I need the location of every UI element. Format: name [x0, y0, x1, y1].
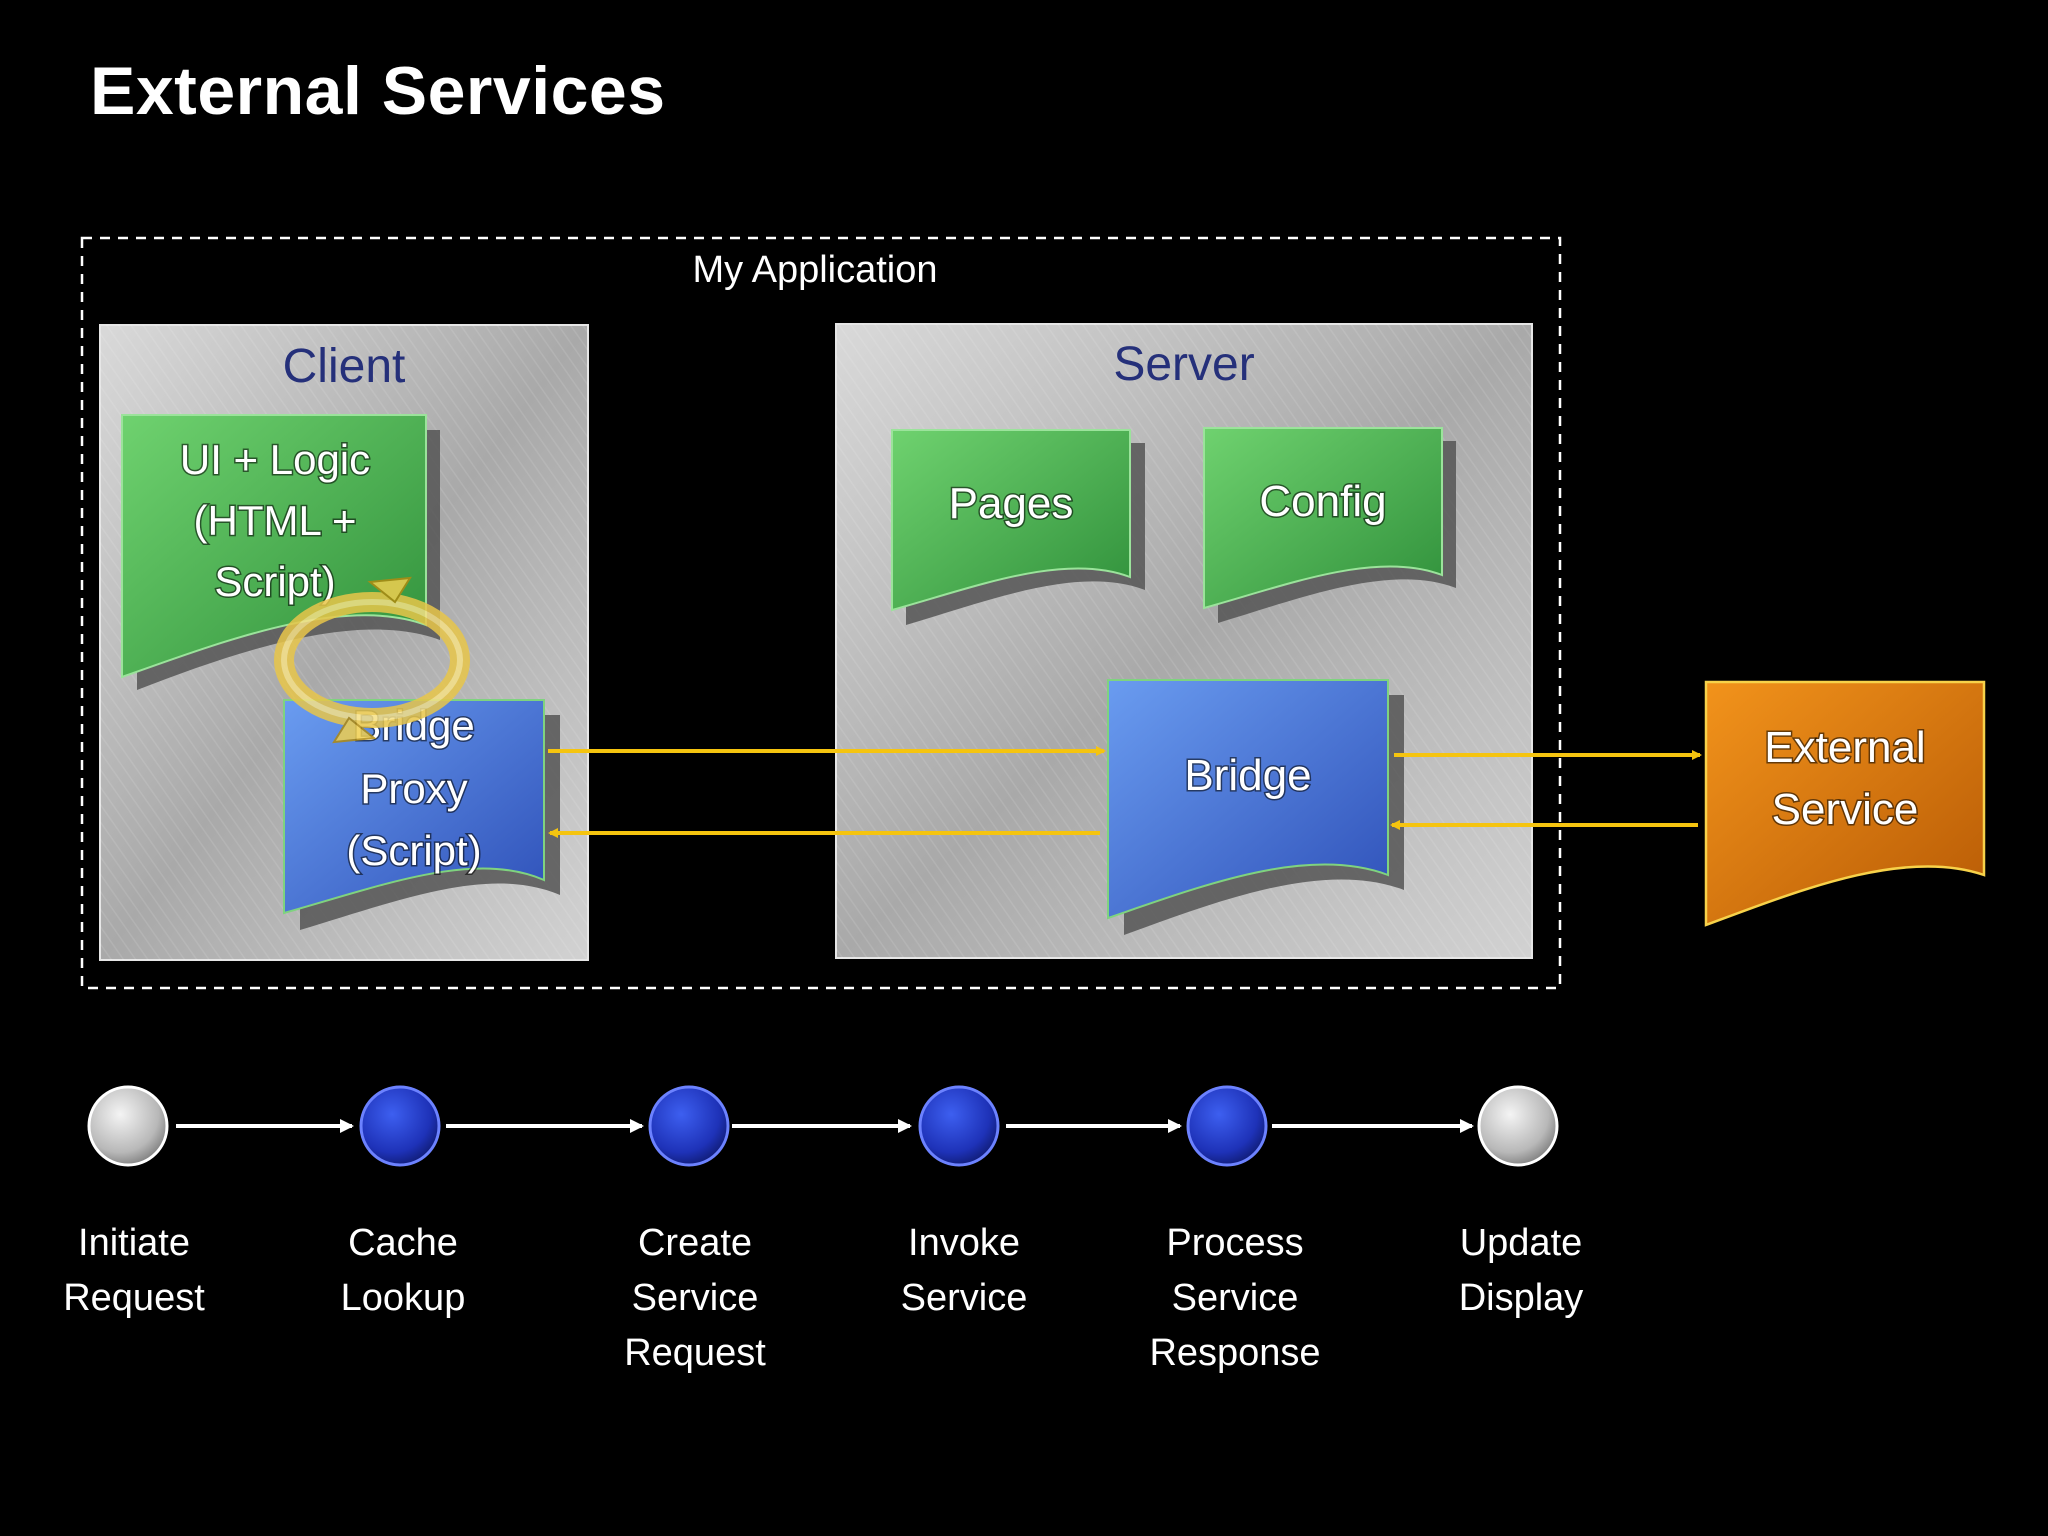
ui-logic-label-line2: (HTML +	[194, 497, 357, 544]
refresh-cycle-icon	[274, 576, 470, 744]
ui-logic-label-line3: Script)	[214, 558, 335, 605]
step-circle-initiate-request	[87, 1085, 169, 1167]
external-service-document: External Service	[1704, 680, 1986, 927]
step-circle-update-display	[1477, 1085, 1559, 1167]
server-label: Server	[1113, 338, 1254, 391]
ui-logic-label-line1: UI + Logic	[180, 436, 370, 483]
bridge-proxy-label-line3: (Script)	[346, 827, 481, 874]
client-label: Client	[283, 340, 406, 393]
bridge-proxy-document: Bridge Proxy (Script)	[283, 699, 560, 930]
slide-title: External Services	[90, 53, 666, 129]
server-bridge-label: Bridge	[1184, 751, 1311, 800]
pages-document: Pages	[891, 429, 1145, 625]
config-label: Config	[1259, 477, 1386, 526]
pages-label: Pages	[949, 479, 1074, 528]
step-circle-create-service-request	[648, 1085, 730, 1167]
step-circle-cache-lookup	[359, 1085, 441, 1167]
my-application-container	[80, 236, 1562, 990]
step-circle-process-service-response	[1186, 1085, 1268, 1167]
external-service-label-line1: External	[1764, 723, 1925, 772]
my-application-label: My Application	[692, 249, 937, 291]
external-service-label-line2: Service	[1772, 785, 1919, 834]
config-document: Config	[1203, 427, 1456, 623]
bridge-proxy-label-line2: Proxy	[360, 765, 467, 812]
step-circle-invoke-service	[918, 1085, 1000, 1167]
server-bridge-document: Bridge	[1107, 679, 1404, 935]
process-flow	[87, 1085, 1559, 1167]
